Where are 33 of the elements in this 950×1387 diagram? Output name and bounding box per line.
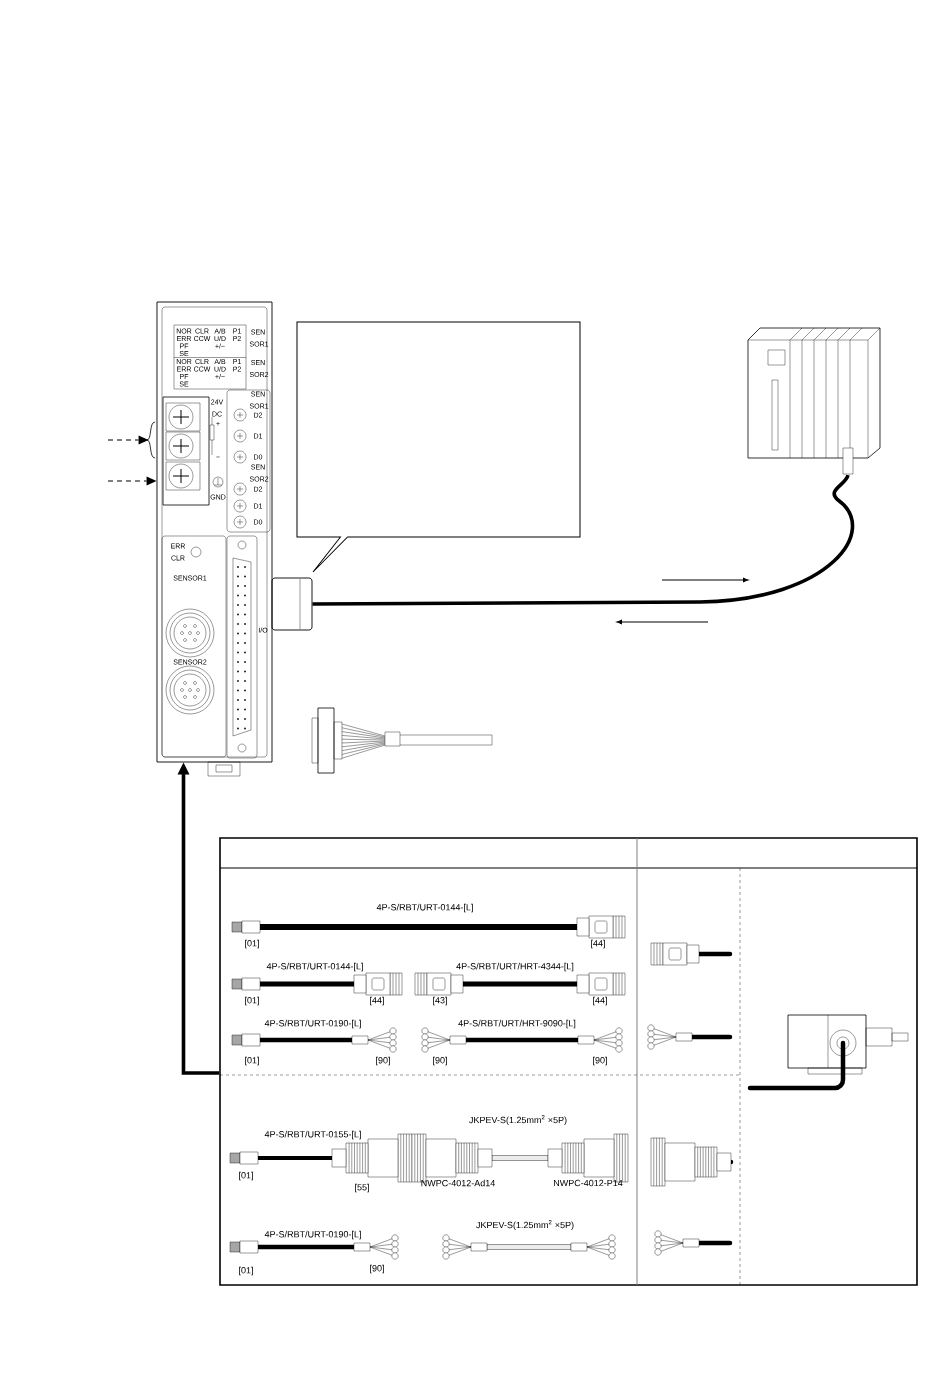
- cable-label: 4P-S/RBT/URT-0144-[L]: [266, 962, 363, 972]
- cable-label: JKPEV-S(1.25mm$^{2}$ ×5P): [469, 1115, 567, 1125]
- cable-label: 4P-S/RBT/URT/HRT-9090-[L]: [458, 1019, 576, 1029]
- connector-plug: [271, 577, 313, 631]
- cable-label: 4P-S/RBT/URT/HRT-4344-[L]: [456, 962, 574, 972]
- cable-label: 4P-S/RBT/URT-0144-[L]: [376, 903, 473, 913]
- cable-table: [219, 837, 918, 1286]
- cable-label: [44]: [593, 996, 607, 1006]
- cable-label: NWPC-4012-Ad14: [421, 1179, 495, 1187]
- cable-label: NWPC-4012-P14: [553, 1179, 623, 1187]
- cable-label: [90]: [433, 1056, 447, 1066]
- cable-label: [90]: [593, 1056, 607, 1066]
- cable-label: [44]: [591, 939, 605, 949]
- speech-balloon: [296, 321, 581, 573]
- cable-label: [90]: [370, 1264, 384, 1274]
- cable-label: [55]: [355, 1183, 369, 1193]
- arrow: [107, 476, 157, 486]
- cable-label: [01]: [245, 939, 259, 949]
- cable-label: 4P-S/RBT/URT-0190-[L]: [264, 1019, 361, 1029]
- cable-label: [01]: [245, 1056, 259, 1066]
- arrow: [107, 435, 149, 445]
- cable-label: [01]: [239, 1266, 253, 1276]
- cable-label: [44]: [370, 996, 384, 1006]
- cable-label: [01]: [239, 1171, 253, 1181]
- cable-label: 4P-S/RBT/URT-0155-[L]: [264, 1130, 361, 1140]
- cable-label: [43]: [433, 996, 447, 1006]
- cable-label: JKPEV-S(1.25mm$^{2}$ ×5P): [476, 1220, 574, 1230]
- cable-label: [01]: [245, 996, 259, 1006]
- plc-drawing: [747, 327, 881, 475]
- cable-label: [90]: [376, 1056, 390, 1066]
- cable-label: 4P-S/RBT/URT-0190-[L]: [264, 1230, 361, 1240]
- arrow: [177, 762, 220, 1075]
- controller-module: [156, 301, 273, 777]
